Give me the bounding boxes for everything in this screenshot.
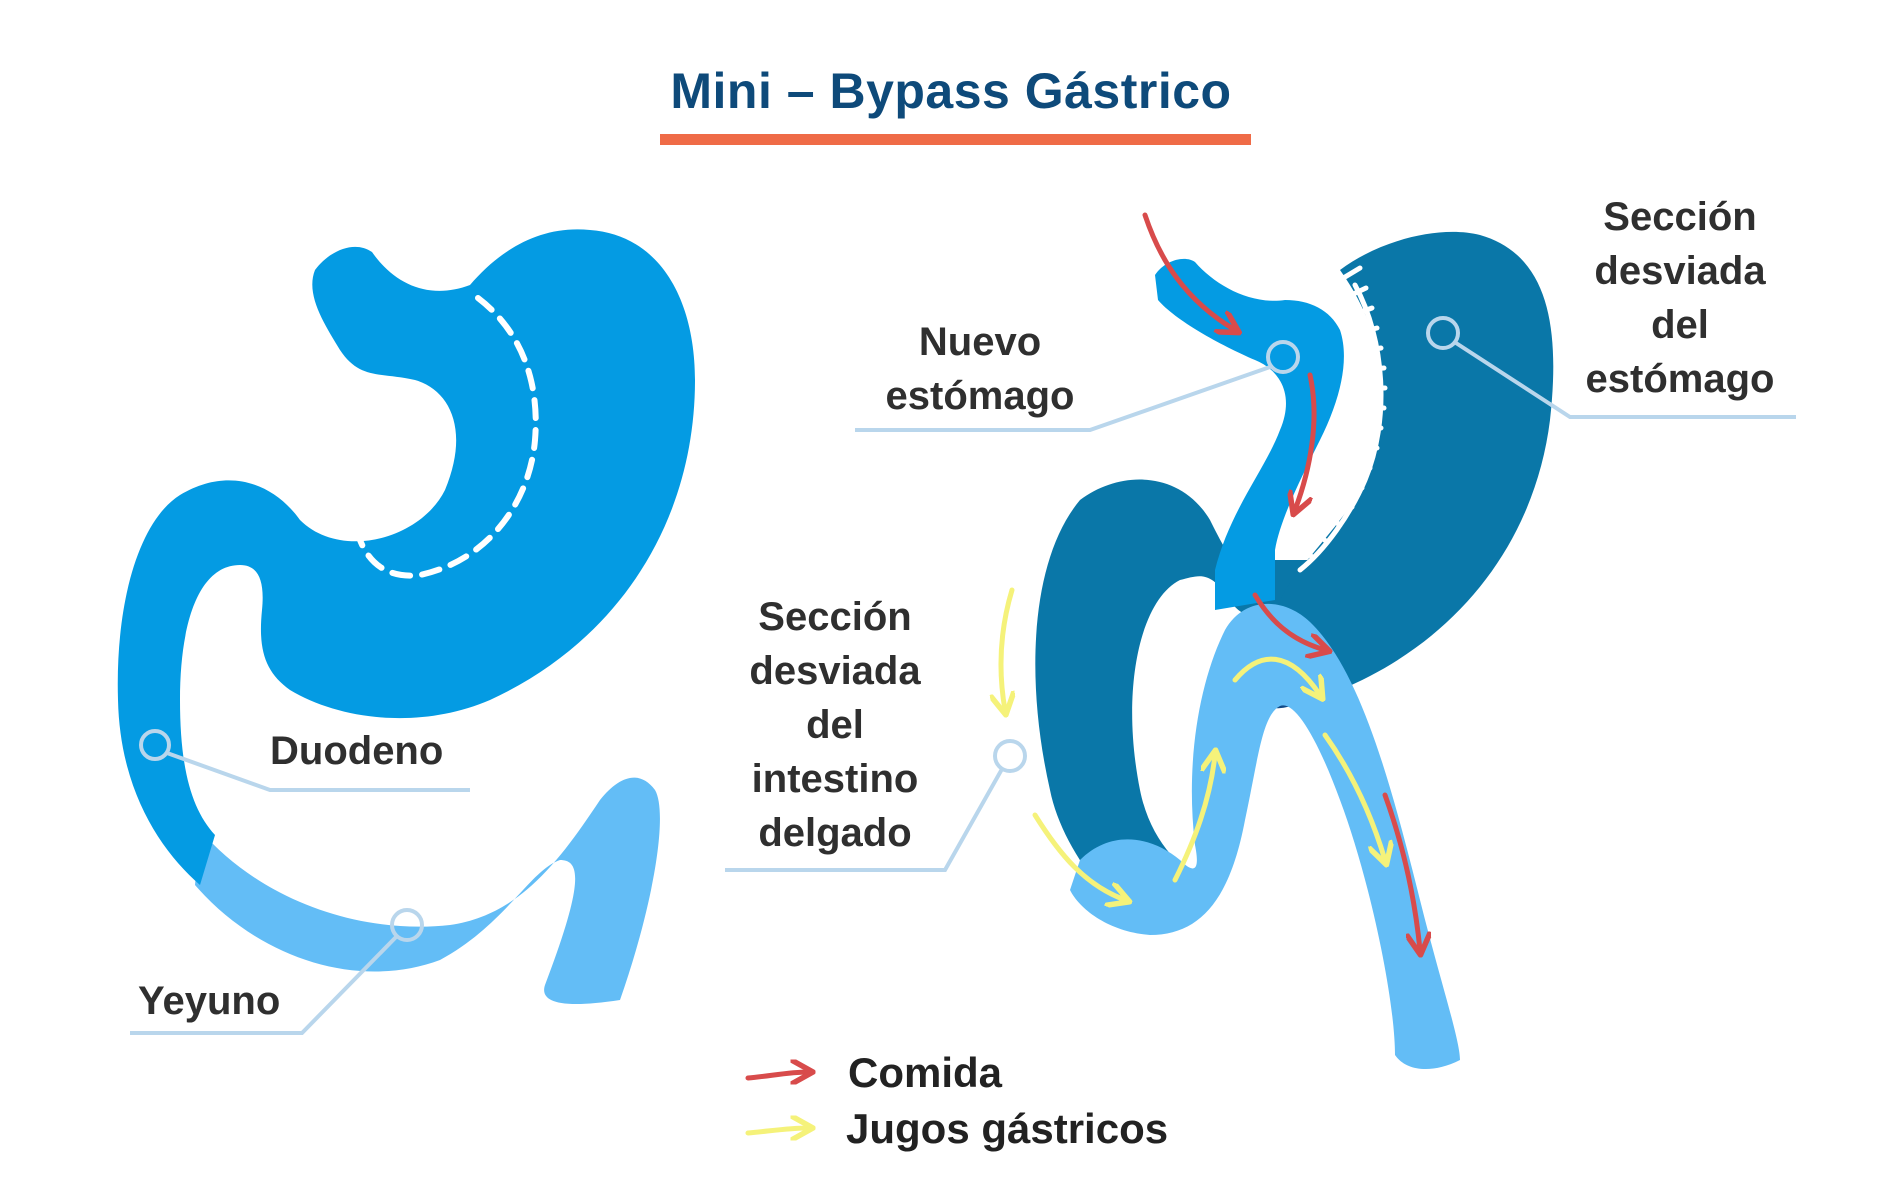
juice-arrow-5: [1322, 732, 1385, 860]
title-underline: [660, 134, 1251, 145]
legend-juices-label: Jugos gástricos: [846, 1105, 1169, 1152]
legend-food-arrow-icon: [745, 1072, 808, 1078]
normal-anatomy: [117, 229, 695, 1035]
bypass-anatomy: [725, 212, 1796, 1070]
jejunum-shape: [195, 777, 660, 1005]
seccion-estomago-leader: [1454, 341, 1796, 419]
seccion-estomago-marker: [1426, 316, 1460, 350]
legend-food-label: Comida: [848, 1049, 1003, 1096]
juice-arrow-1: [1001, 587, 1012, 710]
legend-juice-arrow-icon: [745, 1128, 808, 1133]
food-arrow-4: [1382, 792, 1420, 950]
juice-arrow-4: [1232, 656, 1320, 695]
food-arrow-2: [1295, 372, 1317, 510]
diverted-stomach-shape: [1275, 231, 1554, 693]
nuevo-estomago-leader: [855, 365, 1271, 432]
label-yeyuno: Yeyuno: [138, 979, 281, 1023]
label-seccion-estomago-line-4: estómago: [1585, 357, 1775, 401]
food-arrow-1: [1142, 212, 1235, 330]
food-arrows: [1142, 212, 1420, 950]
new-stomach-shape: [1155, 258, 1344, 610]
dashed-cut-line: [357, 295, 539, 579]
seccion-intestino-leader: [725, 768, 1004, 872]
label-seccion-estomago-line-1: Sección: [1603, 195, 1757, 239]
alimentary-limb-shape: [1070, 603, 1460, 1070]
label-nuevo-estomago-line-2: estómago: [885, 374, 1075, 418]
yeyuno-marker: [390, 908, 424, 942]
label-seccion-intestino-line-5: delgado: [758, 811, 912, 855]
seccion-intestino-marker: [993, 739, 1027, 773]
juice-arrows: [1001, 587, 1385, 900]
juice-arrow-2: [1032, 812, 1125, 900]
label-seccion-estomago-line-3: del: [1651, 303, 1709, 347]
label-nuevo-estomago-line-1: Nuevo: [918, 320, 1042, 364]
label-seccion-intestino-line-4: intestino: [751, 757, 919, 801]
staple-line: [1287, 247, 1388, 573]
label-seccion-intestino: Sección desviada del intestino delgado: [715, 590, 955, 860]
stomach-shape: [117, 229, 695, 885]
label-seccion-intestino-line-2: desviada: [749, 649, 921, 693]
legend-arrows: [745, 1072, 808, 1133]
duodeno-marker: [139, 729, 171, 761]
label-duodeno: Duodeno: [270, 729, 444, 773]
label-seccion-intestino-line-3: del: [806, 703, 864, 747]
juice-arrow-3: [1172, 755, 1215, 883]
label-seccion-estomago-line-2: desviada: [1594, 249, 1766, 293]
nuevo-estomago-marker: [1266, 340, 1300, 374]
label-nuevo-estomago: Nuevo estómago: [855, 315, 1105, 423]
food-arrow-3: [1252, 592, 1325, 650]
yeyuno-leader: [130, 934, 399, 1035]
duodeno-leader: [166, 751, 470, 792]
label-seccion-intestino-line-1: Sección: [758, 595, 912, 639]
diagram-title: Mini – Bypass Gástrico: [670, 63, 1232, 119]
label-seccion-estomago: Sección desviada del estómago: [1555, 190, 1805, 406]
